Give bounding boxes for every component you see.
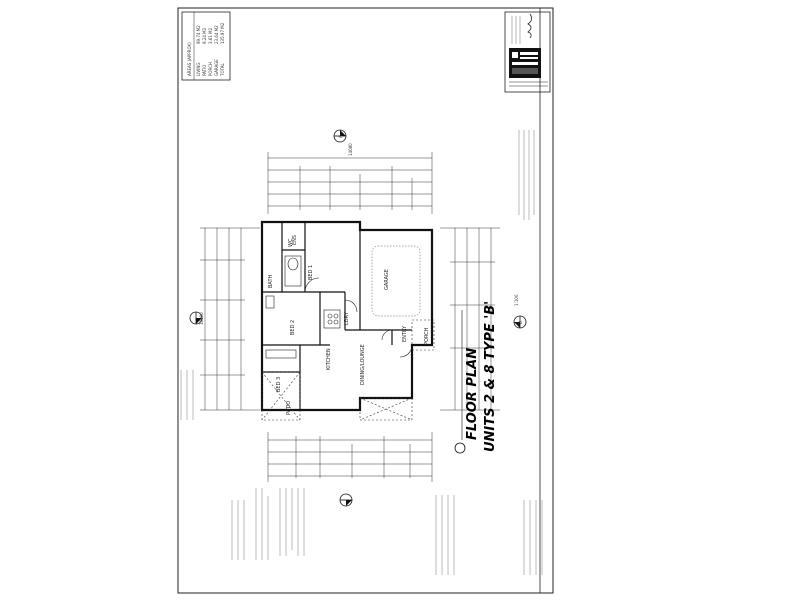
room-garage-label: GARAGE	[384, 269, 390, 290]
notes-left	[231, 488, 305, 560]
areas-table-frame	[181, 11, 231, 81]
section-marker-right	[513, 315, 527, 329]
section-marker-bottom	[339, 493, 353, 507]
overall-width-dimension: 14080	[348, 143, 353, 156]
notes-upper-right	[518, 130, 535, 220]
section-letter-a: A	[338, 135, 343, 138]
room-bath-label: BATH	[268, 274, 274, 288]
room-ens-label: ENS	[292, 235, 298, 245]
fixtures	[265, 255, 413, 359]
right-dimension-lines	[440, 227, 500, 411]
drawing-subtitle: UNITS 2 & 8 TYPE 'B'	[483, 301, 498, 452]
areas-row-label: LIVING	[196, 63, 201, 76]
overall-depth-dimension: 10090	[199, 312, 204, 325]
notes-right	[435, 495, 543, 575]
section-letter-b: B	[518, 321, 523, 324]
room-porch-label: PORCH	[424, 327, 430, 345]
room-entry-label: ENTRY	[402, 325, 408, 342]
garage-car-outline	[371, 245, 421, 317]
areas-row-value: 135.97 M2	[220, 22, 225, 44]
room-bed3-label: BED 3	[276, 377, 282, 392]
areas-row-label: PORCH	[208, 62, 213, 76]
areas-row-value: 23.64 M2	[214, 25, 219, 44]
areas-row-label: GARAGE	[214, 59, 219, 76]
drawing-title: FLOOR PLAN	[465, 348, 480, 440]
patio-outline	[261, 319, 435, 421]
sheet-border	[177, 7, 554, 594]
room-laundry-label: LDRY	[344, 311, 350, 325]
top-dimension-lines	[267, 152, 433, 214]
title-block	[504, 11, 551, 93]
interior-walls	[262, 222, 412, 410]
areas-row-value: 99.74 M2	[196, 25, 201, 44]
areas-heading: AREAS (APPROX)	[187, 42, 192, 76]
drawing-scale: 1:100	[514, 294, 519, 306]
areas-row-label: TOTAL	[220, 63, 225, 77]
areas-row-label: PATIO	[202, 65, 207, 76]
room-patio-label: PATIO	[286, 401, 292, 415]
exterior-walls	[260, 220, 434, 412]
room-bed1-label: BED 1	[308, 265, 314, 280]
room-dining-lounge-label: DINING/LOUNGE	[360, 344, 366, 385]
room-kitchen-label: KITCHEN	[326, 348, 332, 370]
title-circle	[454, 442, 466, 454]
areas-row-value: 3.61 M2	[208, 27, 213, 44]
notes-mid-left	[180, 370, 194, 420]
left-dimension-lines	[200, 227, 260, 411]
room-bed2-label: BED 2	[290, 320, 296, 335]
room-wc-label: WC	[288, 238, 294, 247]
areas-row-value: 9.24 M2	[202, 27, 207, 44]
section-marker-left	[189, 311, 203, 325]
bottom-dimension-lines	[267, 432, 433, 482]
section-marker-top	[333, 129, 347, 143]
